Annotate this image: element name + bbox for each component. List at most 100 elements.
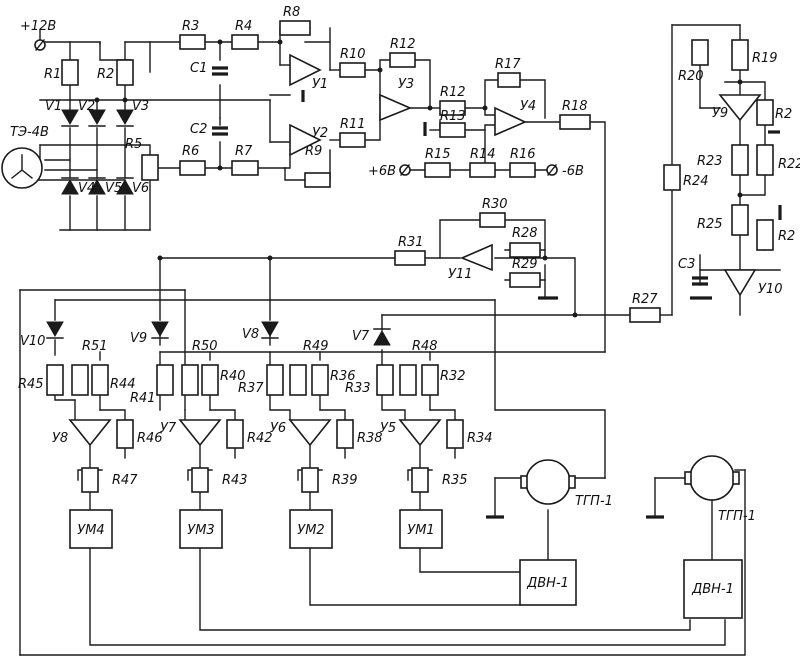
motor-dvn1-second-label: ДВН-1 (691, 582, 734, 597)
amp-u11-label: У11 (448, 267, 472, 282)
junction-dots (94, 39, 743, 318)
tacho-tgp1-second-label: ТГП-1 (718, 509, 756, 524)
resistor-r46-label: R46 (137, 431, 163, 446)
power-amp-um4-label: УМ4 (77, 523, 104, 538)
resistor-r24-label: R24 (683, 174, 709, 189)
resistor-r42-label: R42 (247, 431, 273, 446)
capacitor-c2-label: C2 (190, 122, 207, 137)
resistor-r47-label: R47 (112, 473, 138, 488)
supply-plus6-label: +6B (368, 164, 396, 179)
tacho-tgp1-label: ТГП-1 (575, 494, 613, 509)
amp-u5-label: У5 (380, 421, 396, 436)
resistor-r12-top-label: R12 (390, 37, 416, 52)
resistor-r25-label: R25 (697, 217, 723, 232)
capacitor-c1-label: C1 (190, 61, 207, 76)
resistor-r36-label: R36 (330, 369, 356, 384)
diode-v2-label: V2 (78, 99, 95, 114)
amp-u2-label: У2 (312, 126, 328, 141)
motor-dvn1-label: ДВН-1 (526, 576, 569, 591)
resistor-r49-label: R49 (303, 339, 329, 354)
resistor-r15-label: R15 (425, 147, 451, 162)
power-amp-um1-label: УМ1 (407, 523, 434, 538)
diode-v3-label: V3 (132, 99, 149, 114)
resistor-r14-label: R14 (470, 147, 496, 162)
amp-u3-label: У3 (398, 77, 414, 92)
resistor-r40-label: R40 (220, 369, 246, 384)
motors: ТГП-1 ДВН-1 ТГП-1 ДВН-1 (486, 455, 756, 619)
supply-plus12-label: +12B (20, 19, 56, 34)
resistor-r5-label: R5 (125, 137, 142, 152)
resistor-r33-label: R33 (345, 381, 371, 396)
resistor-r3-label: R3 (182, 19, 199, 34)
resistor-r7-label: R7 (235, 144, 253, 159)
resistor-r28-label: R28 (512, 226, 538, 241)
amp-u6-label: У6 (270, 421, 286, 436)
resistor-r8-label: R8 (283, 5, 300, 20)
resistor-r41-label: R41 (130, 391, 156, 406)
amp-u1-label: У1 (312, 77, 328, 92)
resistor-r27-label: R27 (632, 292, 658, 307)
diode-v8-label: V8 (242, 327, 259, 342)
diode-v10-label: V10 (20, 334, 45, 349)
power-amp-um2-label: УМ2 (297, 523, 324, 538)
resistor-r18-label: R18 (562, 99, 588, 114)
capacitors: C1 C2 C3 (190, 61, 708, 286)
channel-amps: У8 У7 У6 У5 (52, 419, 442, 447)
resistor-r16-label: R16 (510, 147, 536, 162)
power-amp-um3-label: УМ3 (187, 523, 214, 538)
resistor-r23-label: R23 (697, 154, 723, 169)
resistor-r2-label: R2 (97, 67, 114, 82)
resistor-r45-label: R45 (18, 377, 44, 392)
diode-v1-label: V1 (45, 99, 62, 114)
resistor-r37-label: R37 (238, 381, 264, 396)
resistor-r48-label: R48 (412, 339, 438, 354)
resistors-top: R1 R2 R3 R4 R8 R5 R6 R7 R9 R10 R12 R11 R… (44, 5, 591, 188)
diode-v6-label: V6 (132, 181, 149, 196)
resistor-r31-label: R31 (398, 235, 424, 250)
resistor-r26-label: R2 (778, 229, 795, 244)
supply-terminals: +12B +6B -6B (20, 19, 584, 179)
sensor-te4v: ТЭ-4В (1, 125, 49, 189)
resistor-r4-label: R4 (235, 19, 252, 34)
amp-u4-label: У4 (520, 99, 536, 114)
amp-u7-label: У7 (160, 421, 177, 436)
resistor-r32-label: R32 (440, 369, 466, 384)
resistor-r12-label: R12 (440, 85, 466, 100)
right-section: R19 R20 R2 R23 R22 R24 R25 R2 У9 У10 (663, 39, 800, 300)
diode-v5-label: V5 (105, 181, 122, 196)
resistor-r11-label: R11 (340, 117, 366, 132)
resistor-r6-label: R6 (182, 144, 199, 159)
diode-v9-label: V9 (130, 331, 147, 346)
resistor-r13-label: R13 (440, 109, 466, 124)
capacitor-c3-label: C3 (678, 257, 695, 272)
supply-minus6-label: -6B (562, 164, 584, 179)
opamps-top: У1 У2 У3 У4 (289, 53, 536, 157)
resistor-r20-label: R20 (678, 69, 704, 84)
resistor-r51-label: R51 (82, 339, 108, 354)
resistor-r34-label: R34 (467, 431, 493, 446)
resistor-r19-label: R19 (752, 51, 778, 66)
resistor-r39-label: R39 (332, 473, 358, 488)
amp-u9-label: У9 (712, 106, 728, 121)
resistor-r30-label: R30 (482, 197, 508, 212)
resistor-r50-label: R50 (192, 339, 218, 354)
resistor-r43-label: R43 (222, 473, 248, 488)
resistor-r10-label: R10 (340, 47, 366, 62)
resistor-r29-label: R29 (512, 257, 538, 272)
channel-resistors: R45 R51 R44 R41 R46 R47 R50 R40 R42 R43 … (18, 339, 493, 493)
diode-v7-label: V7 (352, 329, 370, 344)
resistor-r1-label: R1 (44, 67, 61, 82)
diode-bridge: V1 V2 V3 V4 V5 V6 (45, 99, 149, 196)
sensor-label: ТЭ-4В (10, 125, 49, 140)
resistor-r38-label: R38 (357, 431, 383, 446)
resistor-r17-label: R17 (495, 57, 521, 72)
resistor-r44-label: R44 (110, 377, 136, 392)
resistor-r22-label: R22 (778, 157, 800, 172)
amp-u8-label: У8 (52, 431, 68, 446)
channel-diodes: V10 V9 V8 V7 (20, 321, 391, 349)
power-amps: УМ4 УМ3 УМ2 УМ1 (69, 509, 443, 549)
diode-v4-label: V4 (78, 181, 95, 196)
resistor-r35-label: R35 (442, 473, 468, 488)
amp-u10-label: У10 (758, 282, 782, 297)
